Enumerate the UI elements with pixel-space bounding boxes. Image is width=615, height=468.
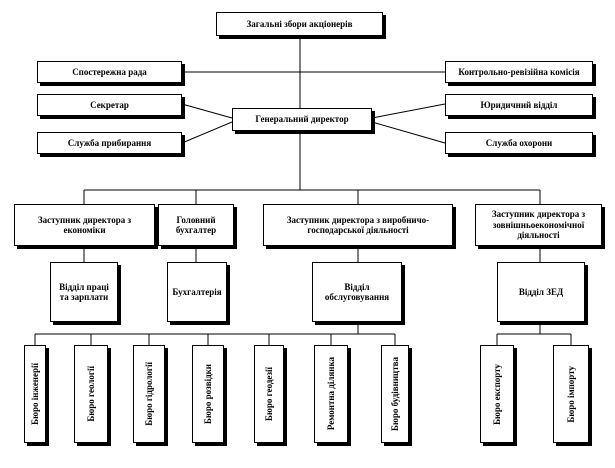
bureau-geodesy-label: Бюро геодезії: [263, 367, 274, 421]
bureau-export-label: Бюро експорту: [491, 363, 502, 425]
bureau-geology-box: Бюро геології: [74, 345, 108, 443]
labor-department-box: Відділ праці та зарплати: [50, 262, 118, 322]
security-service-label: Служба охорони: [485, 137, 553, 148]
deputy-production-box: Заступник директора з виробничо-господар…: [263, 204, 453, 246]
legal-department-box: Юридичний відділ: [445, 94, 593, 116]
audit-commission-box: Контрольно-ревізійна комісія: [445, 61, 593, 83]
bureau-construction-label: Бюро будівництва: [389, 357, 400, 431]
labor-department-label: Відділ праці та зарплати: [59, 281, 109, 302]
bureau-hydrology-label: Бюро гідрології: [143, 362, 154, 426]
security-service-box: Служба охорони: [445, 132, 593, 154]
fea-department-box: Відділ ЗЕД: [497, 262, 585, 322]
repair-section-box: Ремонтна ділянка: [314, 345, 348, 443]
legal-department-label: Юридичний відділ: [480, 99, 558, 110]
service-department-box: Відділ обслуговування: [312, 262, 402, 322]
accounting-label: Бухгалтерія: [172, 286, 222, 297]
general-meeting-label: Загальні збори акціонерів: [246, 18, 353, 29]
repair-section-label: Ремонтна ділянка: [325, 357, 336, 431]
supervisory-board-label: Спостережна рада: [72, 66, 147, 77]
bureau-engineers-label: Бюро інженерії: [29, 363, 40, 425]
deputy-foreign-economic-box: Заступник директора з зовнішньоекономічн…: [475, 204, 602, 246]
bureau-hydrology-box: Бюро гідрології: [133, 345, 165, 443]
supervisory-board-box: Спостережна рада: [37, 61, 182, 83]
service-department-label: Відділ обслуговування: [324, 281, 390, 302]
secretary-box: Секретар: [37, 94, 182, 116]
audit-commission-label: Контрольно-ревізійна комісія: [458, 66, 580, 77]
bureau-import-box: Бюро імпорту: [553, 345, 589, 443]
chief-accountant-label: Головний бухгалтер: [175, 214, 217, 235]
cleaning-service-box: Служба прибирання: [37, 132, 182, 154]
deputy-production-label: Заступник директора з виробничо-господар…: [286, 214, 430, 235]
deputy-foreign-economic-label: Заступник директора з зовнішньоекономічн…: [491, 209, 586, 241]
bureau-construction-box: Бюро будівництва: [381, 345, 409, 443]
accounting-box: Бухгалтерія: [167, 262, 227, 322]
fea-department-label: Відділ ЗЕД: [518, 286, 564, 297]
secretary-label: Секретар: [90, 99, 129, 110]
bureau-exploration-label: Бюро розвідки: [202, 364, 213, 424]
general-director-label: Генеральний директор: [255, 114, 349, 125]
deputy-economics-box: Заступник директора з економіки: [14, 204, 155, 246]
bureau-import-label: Бюро імпорту: [565, 365, 576, 423]
bureau-engineers-box: Бюро інженерії: [24, 345, 46, 443]
chief-accountant-box: Головний бухгалтер: [158, 204, 234, 246]
bureau-export-box: Бюро експорту: [480, 345, 514, 443]
bureau-geology-label: Бюро геології: [85, 366, 96, 422]
cleaning-service-label: Служба прибирання: [67, 137, 152, 148]
general-meeting-box: Загальні збори акціонерів: [216, 12, 383, 36]
bureau-exploration-box: Бюро розвідки: [192, 345, 224, 443]
general-director-box: Генеральний директор: [232, 108, 372, 131]
deputy-economics-label: Заступник директора з економіки: [37, 214, 132, 235]
bureau-geodesy-box: Бюро геодезії: [254, 345, 284, 443]
